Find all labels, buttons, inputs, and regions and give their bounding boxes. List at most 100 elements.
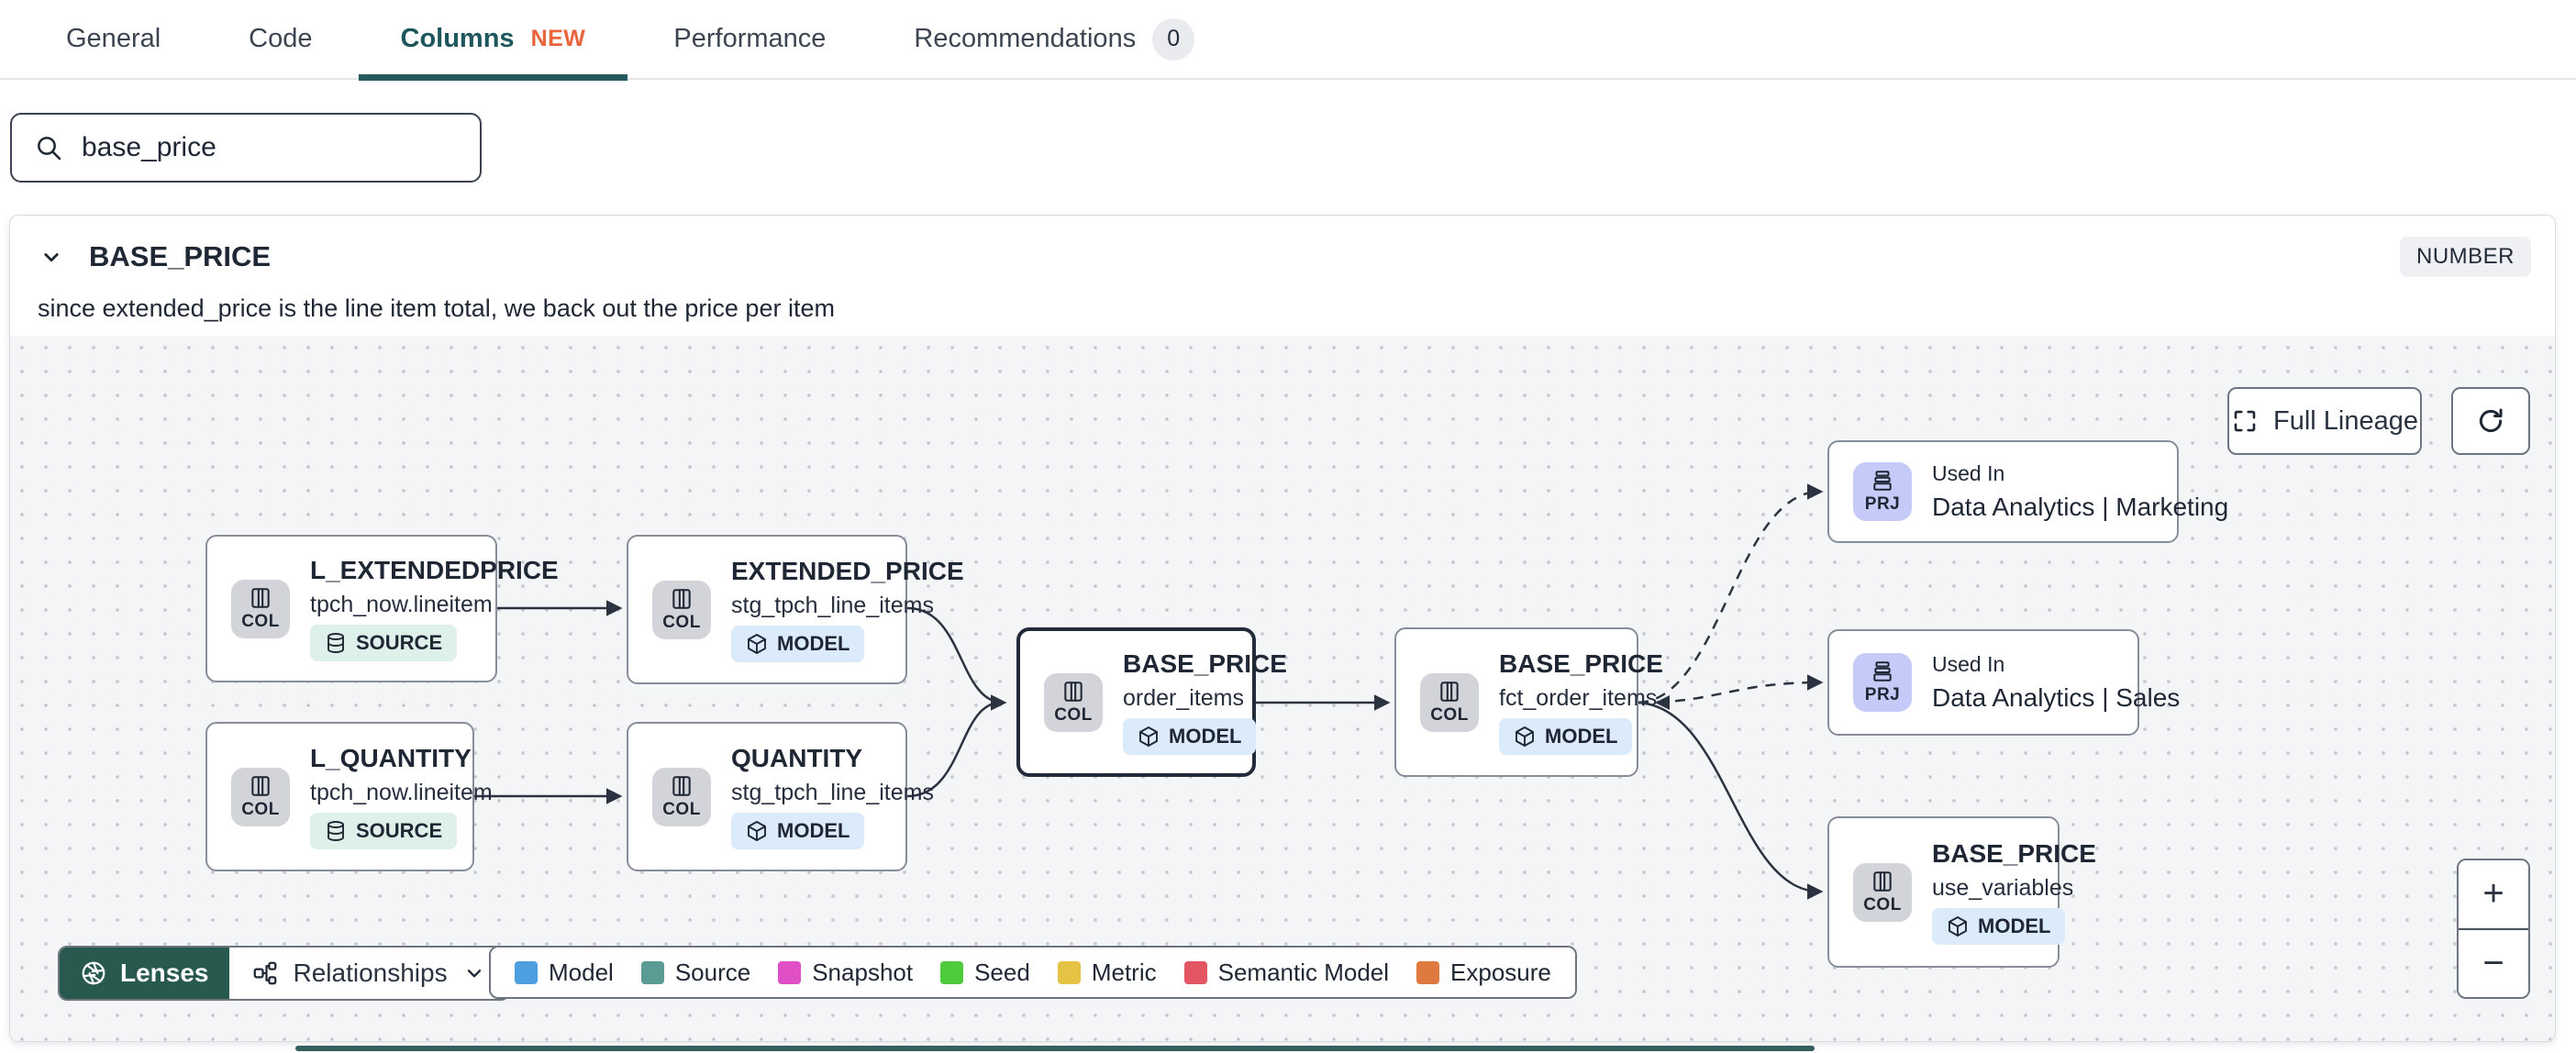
chevron-down-icon[interactable] — [38, 243, 65, 271]
tab-code[interactable]: Code — [249, 0, 312, 79]
node-title: L_QUANTITY — [310, 744, 472, 772]
tab-performance[interactable]: Performance — [673, 0, 826, 79]
lenses-button[interactable]: Lenses — [60, 948, 229, 999]
column-description: since extended_price is the line item to… — [38, 294, 835, 322]
resource-label: MODEL — [1545, 725, 1618, 748]
cube-icon — [1139, 726, 1158, 747]
node-subtitle: use_variables — [1932, 875, 2074, 901]
kind-label: COL — [1430, 704, 1469, 725]
tab-recommendations[interactable]: Recommendations 0 — [914, 0, 1195, 79]
expand-icon — [2234, 410, 2256, 432]
lineage-node-used-in-marketing[interactable]: PRJ Used In Data Analytics | Marketing — [1827, 440, 2228, 543]
node-title: BASE_PRICE — [1499, 649, 1663, 678]
count-badge: 0 — [1152, 17, 1195, 61]
kind-label: PRJ — [1864, 685, 1901, 704]
lineage-node-quantity[interactable]: COL QUANTITY stg_tpch_line_items MODEL — [627, 722, 934, 871]
column-kind-badge: COL — [231, 767, 290, 826]
used-in-label: Used In — [1932, 652, 2005, 676]
lineage-node-base-price-fct-order-items[interactable]: COL BASE_PRICE fct_order_items MODEL — [1394, 627, 1663, 777]
kind-label: COL — [662, 612, 701, 632]
node-subtitle: stg_tpch_line_items — [731, 593, 934, 618]
node-subtitle: tpch_now.lineitem — [310, 592, 493, 617]
legend-swatch — [515, 960, 538, 984]
resource-pill: MODEL — [731, 626, 865, 662]
archive-icon — [1873, 661, 1892, 682]
lineage-edges — [474, 483, 1824, 900]
full-lineage-label: Full Lineage — [2273, 405, 2418, 436]
aperture-icon — [82, 961, 105, 985]
node-title: BASE_PRICE — [1932, 839, 2096, 868]
tab-general[interactable]: General — [66, 0, 161, 79]
kind-label: COL — [662, 799, 701, 819]
legend-swatch — [1057, 960, 1081, 984]
column-kind-badge: COL — [1044, 672, 1103, 732]
lineage-node-l-quantity[interactable]: COL L_QUANTITY tpch_now.lineitem SOURCE — [205, 722, 493, 871]
node-title: L_EXTENDEDPRICE — [310, 556, 559, 584]
node-title: BASE_PRICE — [1123, 649, 1287, 678]
columns-icon — [672, 588, 691, 609]
legend-item-exposure: Exposure — [1416, 959, 1551, 987]
resource-pill: MODEL — [1932, 908, 2066, 945]
column-kind-badge: COL — [1853, 862, 1912, 922]
database-icon — [328, 821, 344, 841]
panel-header: BASE_PRICE NUMBER — [10, 225, 2555, 289]
resource-label: SOURCE — [356, 631, 443, 654]
lineage-node-extended-price[interactable]: COL EXTENDED_PRICE stg_tpch_line_items M… — [627, 535, 964, 684]
resource-pill: MODEL — [1499, 718, 1633, 755]
zoom-in-button[interactable]: + — [2459, 860, 2528, 930]
legend-swatch — [1416, 960, 1440, 984]
legend-item-source: Source — [640, 958, 751, 987]
edge-arrowhead — [1655, 695, 1670, 710]
lineage-canvas[interactable]: COL L_EXTENDEDPRICE tpch_now.lineitem SO… — [10, 336, 2555, 1041]
zoom-out-button[interactable]: − — [2459, 929, 2528, 997]
lineage-node-used-in-sales[interactable]: PRJ Used In Data Analytics | Sales — [1827, 629, 2180, 736]
relationships-dropdown[interactable]: Relationships — [228, 948, 508, 999]
lineage-node-base-price-order-items[interactable]: COL BASE_PRICE order_items MODEL — [1016, 627, 1287, 777]
tab-label: General — [66, 24, 161, 53]
horizontal-scrollbar[interactable] — [295, 1046, 1815, 1051]
column-detail-panel: BASE_PRICE NUMBER since extended_price i… — [9, 215, 2556, 1042]
legend-label: Exposure — [1450, 958, 1551, 986]
tab-columns[interactable]: Columns NEW — [358, 0, 628, 81]
legend-item-semantic-model: Semantic Model — [1183, 959, 1389, 987]
lineage-node-l-extendedprice[interactable]: COL L_EXTENDEDPRICE tpch_now.lineitem SO… — [205, 535, 559, 682]
tab-label: Columns — [400, 24, 515, 53]
column-search[interactable] — [10, 113, 482, 183]
legend-label: Source — [674, 958, 751, 986]
columns-icon — [1873, 870, 1892, 892]
node-title: EXTENDED_PRICE — [731, 557, 964, 585]
tab-bar: General Code Columns NEW Performance Rec… — [0, 0, 2576, 81]
kind-label: PRJ — [1864, 494, 1901, 514]
relationships-label: Relationships — [293, 959, 448, 987]
refresh-button[interactable] — [2451, 387, 2530, 455]
columns-icon — [251, 775, 270, 796]
kind-label: COL — [1863, 894, 1902, 914]
legend-item-snapshot: Snapshot — [778, 959, 913, 987]
legend-swatch — [940, 960, 964, 984]
cube-icon — [748, 821, 766, 841]
column-type-badge: NUMBER — [2399, 237, 2531, 277]
column-kind-badge: COL — [231, 579, 290, 638]
database-icon — [328, 633, 344, 653]
node-subtitle: order_items — [1123, 685, 1244, 711]
project-kind-badge: PRJ — [1853, 462, 1912, 521]
chevron-down-icon — [467, 970, 481, 978]
resource-label: MODEL — [777, 819, 850, 842]
columns-icon — [251, 587, 270, 608]
lenses-bar: Lenses Relationships — [58, 946, 510, 1001]
search-input[interactable] — [82, 132, 458, 163]
kind-label: COL — [241, 611, 280, 631]
legend-swatch — [778, 960, 802, 984]
node-title: QUANTITY — [731, 744, 863, 772]
resource-label: SOURCE — [356, 819, 443, 842]
full-lineage-button[interactable]: Full Lineage — [2227, 387, 2422, 455]
resource-legend: Model Source Snapshot Seed Metric — [489, 946, 1577, 999]
resource-pill: MODEL — [1123, 718, 1257, 755]
used-in-label: Used In — [1932, 461, 2005, 485]
used-in-name: Data Analytics | Sales — [1932, 683, 2181, 712]
resource-label: MODEL — [1169, 725, 1242, 748]
lineage-node-base-price-use-variables[interactable]: COL BASE_PRICE use_variables MODEL — [1827, 816, 2096, 968]
node-subtitle: stg_tpch_line_items — [731, 780, 934, 805]
resource-pill: SOURCE — [310, 813, 458, 849]
